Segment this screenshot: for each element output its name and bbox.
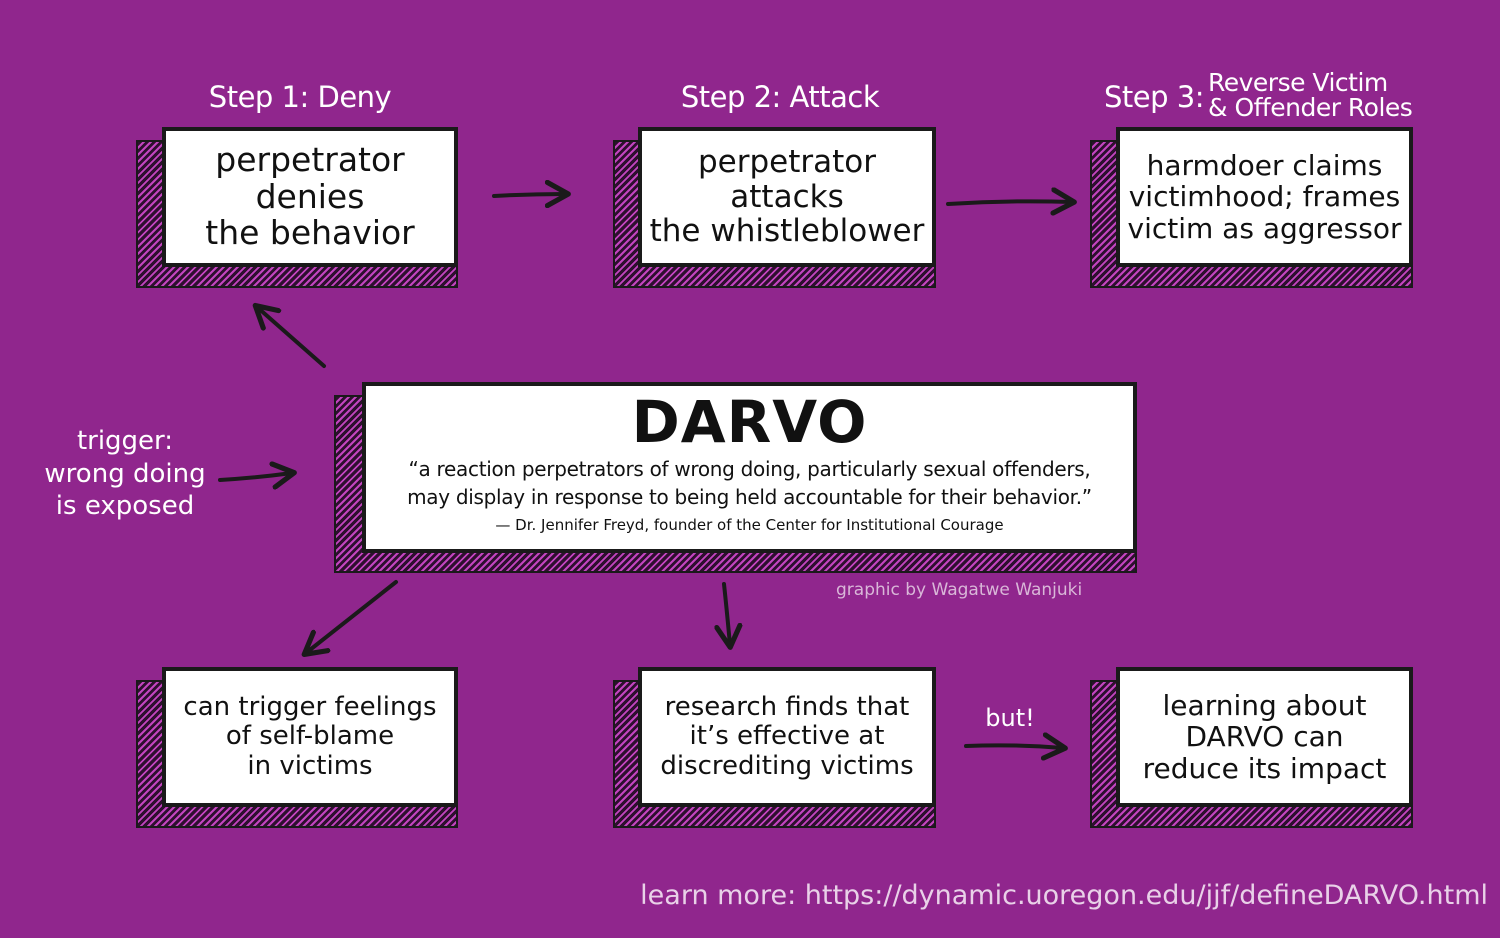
center-quote: “a reaction perpetrators of wrong doing,… [407,456,1092,509]
step3-title-line2: & Offender Roles [1208,93,1413,122]
arrow-center-to-outcome1 [306,580,398,653]
trigger-label: trigger: wrong doing is exposed [44,426,206,521]
step3-title-line1: Reverse Victim [1208,68,1388,97]
outcome2-box: research finds that it’s effective at di… [638,667,936,807]
outcome1-box: can trigger feelings of self-blame in vi… [162,667,458,807]
but-label: but! [985,704,1035,732]
outcome3-text: learning about DARVO can reduce its impa… [1142,688,1387,785]
arrow-step1-to-step2 [492,194,566,196]
center-attribution: — Dr. Jennifer Freyd, founder of the Cen… [495,515,1004,534]
step2-label: Step 2: Attack [680,80,880,114]
arrow-center-to-step1 [257,307,326,368]
step1-text: perpetrator denies the behavior [205,139,415,253]
step3-box: harmdoer claims victimhood; frames victi… [1116,127,1413,267]
step2-box: perpetrator attacks the whistleblower [638,127,936,267]
outcome2-text: research finds that it’s effective at di… [660,692,914,781]
step2-text: perpetrator attacks the whistleblower [649,143,925,250]
learn-more-link[interactable]: learn more: https://dynamic.uoregon.edu/… [640,880,1488,911]
center-box: DARVO “a reaction perpetrators of wrong … [362,382,1137,553]
arrow-trigger-to-center [218,473,292,480]
graphic-credit: graphic by Wagatwe Wanjuki [836,580,1083,600]
outcome1-text: can trigger feelings of self-blame in vi… [183,692,437,781]
step1-box: perpetrator denies the behavior [162,127,458,267]
center-title: DARVO [631,388,868,456]
step3-text: harmdoer claims victimhood; frames victi… [1127,148,1402,245]
step3-label-title: Reverse Victim & Offender Roles [1208,68,1413,122]
step1-label: Step 1: Deny [208,80,392,114]
arrow-center-to-outcome2 [724,582,730,645]
step3-label-prefix: Step 3: [1104,80,1204,114]
arrow-step2-to-step3 [946,201,1072,204]
arrow-outcome2-to-outcome3 [964,745,1063,748]
outcome3-box: learning about DARVO can reduce its impa… [1116,667,1413,807]
